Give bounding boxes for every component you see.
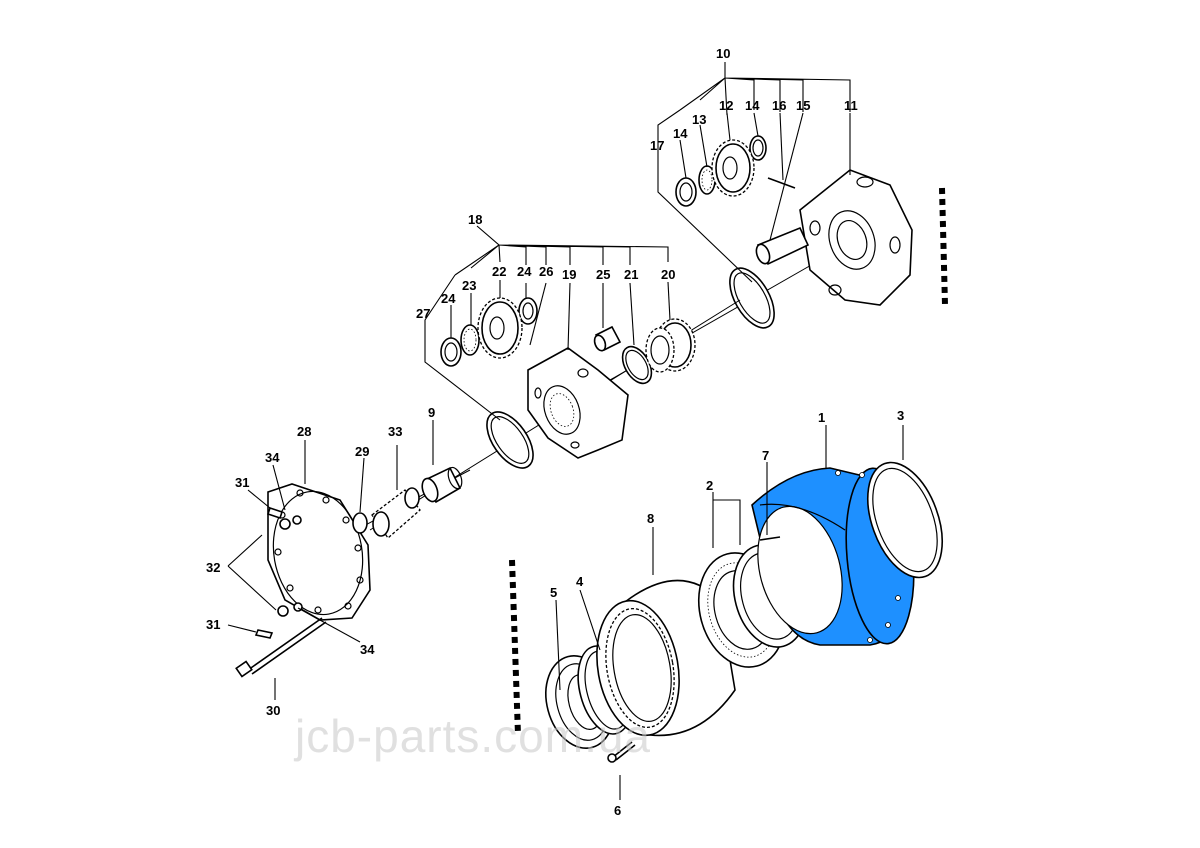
label-31b: 31 xyxy=(206,617,220,632)
label-1: 1 xyxy=(818,410,825,425)
label-14b: 14 xyxy=(745,98,760,113)
label-25: 25 xyxy=(596,267,610,282)
label-34a: 34 xyxy=(265,450,280,465)
seal-3 xyxy=(867,461,943,579)
label-15: 15 xyxy=(796,98,810,113)
label-10: 10 xyxy=(716,46,730,61)
label-24b: 24 xyxy=(517,264,532,279)
separator-upper xyxy=(939,187,948,306)
separator-lower xyxy=(509,559,521,736)
seal-34a xyxy=(292,515,302,525)
label-19: 19 xyxy=(562,267,576,282)
label-33: 33 xyxy=(388,424,402,439)
label-16: 16 xyxy=(772,98,786,113)
watermark-text: jcb-parts.com.ua xyxy=(293,710,651,762)
circlip-17 xyxy=(729,267,775,329)
bolt-6 xyxy=(607,741,636,763)
middle-planet-stage xyxy=(369,297,741,736)
planet-pin-25 xyxy=(593,325,622,352)
label-23: 23 xyxy=(462,278,476,293)
leader-lines xyxy=(227,62,904,800)
label-18: 18 xyxy=(468,212,482,227)
label-13: 13 xyxy=(692,112,706,127)
label-26: 26 xyxy=(539,264,553,279)
input-shaft-33 xyxy=(371,487,421,539)
label-6: 6 xyxy=(614,803,621,818)
planet-gear-22 xyxy=(477,297,523,359)
label-27: 27 xyxy=(416,306,430,321)
sun-gear-20 xyxy=(645,318,696,373)
label-17: 17 xyxy=(650,138,664,153)
label-2: 2 xyxy=(706,478,713,493)
spacer-pin-16 xyxy=(767,177,796,189)
bolt-30 xyxy=(235,617,327,678)
label-24a: 24 xyxy=(441,291,456,306)
hub-assembly xyxy=(545,461,943,763)
planet-gear-12 xyxy=(711,139,755,197)
thrust-washer-24a xyxy=(440,337,462,367)
washer-32a xyxy=(279,518,291,530)
label-11: 11 xyxy=(844,98,858,113)
plug-31b xyxy=(254,629,274,639)
label-3: 3 xyxy=(897,408,904,423)
label-12: 12 xyxy=(719,98,733,113)
washer-32b xyxy=(277,605,289,617)
label-5: 5 xyxy=(550,585,557,600)
label-31a: 31 xyxy=(235,475,249,490)
part-number-labels: 1 2 3 4 5 6 7 8 9 10 11 12 13 14 14 15 1… xyxy=(206,46,904,818)
label-9: 9 xyxy=(428,405,435,420)
planet-pin-15 xyxy=(755,226,810,266)
label-21: 21 xyxy=(624,267,638,282)
plug-31a xyxy=(266,506,284,520)
thrust-washer-14a xyxy=(675,177,697,207)
label-8: 8 xyxy=(647,511,654,526)
bearing-sleeve-9 xyxy=(421,466,463,504)
planet-carrier-11 xyxy=(799,169,913,306)
label-14a: 14 xyxy=(673,126,688,141)
input-cover-assembly xyxy=(235,466,471,678)
label-22: 22 xyxy=(492,264,506,279)
label-32: 32 xyxy=(206,560,220,575)
o-ring-29 xyxy=(352,512,368,534)
end-cover-28 xyxy=(267,483,371,621)
planet-carrier-19 xyxy=(527,347,629,459)
label-28: 28 xyxy=(297,424,311,439)
label-34b: 34 xyxy=(360,642,375,657)
label-20: 20 xyxy=(661,267,675,282)
pin-7 xyxy=(759,536,781,541)
label-4: 4 xyxy=(576,574,584,589)
label-29: 29 xyxy=(355,444,369,459)
label-7: 7 xyxy=(762,448,769,463)
thrust-washer-24b xyxy=(518,297,538,325)
label-30: 30 xyxy=(266,703,280,718)
